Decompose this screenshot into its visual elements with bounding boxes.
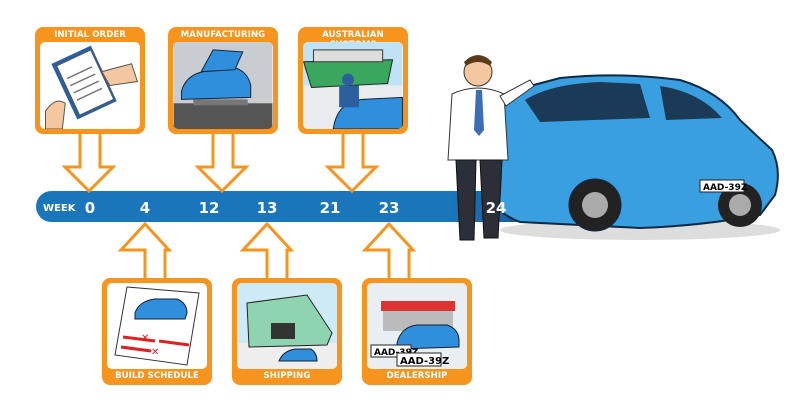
stage-label: MANUFACTURING [180,30,266,40]
factory-illustration [173,42,273,129]
stage-label: BUILD SCHEDULE [115,371,199,381]
stage-build-schedule: BUILD SCHEDULE ✕✕ [102,278,212,385]
arrow-manufacturing [194,128,250,194]
svg-text:✕: ✕ [151,347,159,358]
week-label: WEEK [43,203,76,214]
stage-australian-customs: AUSTRALIAN CUSTOMS [298,27,408,134]
build-schedule-illustration: ✕✕ [107,283,207,369]
week-13: 13 [256,199,278,217]
week-23: 23 [378,199,400,217]
stage-label: DEALERSHIP [386,371,448,381]
stage-initial-order: INITIAL ORDER [35,27,145,134]
salesman [447,55,535,241]
arrow-initial-order [61,128,117,194]
car-plate-text: AAD-39Z [703,183,748,193]
stage-label: SHIPPING [263,371,311,381]
week-0: 0 [84,199,96,217]
stage-manufacturing: MANUFACTURING [168,27,278,134]
order-form-illustration [40,42,140,129]
customs-illustration [303,42,403,129]
shipping-illustration [237,283,337,369]
stage-shipping: SHIPPING [232,278,342,385]
week-21: 21 [319,199,341,217]
arrow-customs [324,128,380,194]
week-24: 24 [485,199,507,217]
week-4: 4 [139,199,151,217]
car: AAD-39Z [482,74,780,240]
week-12: 12 [198,199,220,217]
stage-label: INITIAL ORDER [54,30,126,40]
plate-text: AAD-39Z [374,348,419,358]
svg-text:✕: ✕ [141,333,149,344]
plate-text: AAD-39Z [400,356,449,367]
